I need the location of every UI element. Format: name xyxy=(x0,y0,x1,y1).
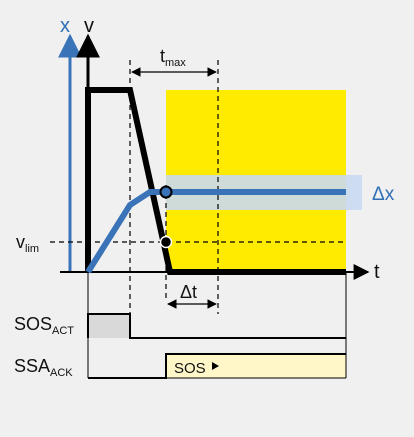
tmax-label: tmax xyxy=(160,46,186,69)
delta-x-label: Δx xyxy=(372,184,395,205)
play-triangle-icon xyxy=(212,362,219,370)
ssa-ack-label: SSAACK xyxy=(14,356,73,379)
velocity-profile xyxy=(85,87,346,275)
sos-box-label: SOS xyxy=(174,360,206,377)
vlim-marker xyxy=(159,235,173,249)
ssa-ack-signal xyxy=(88,353,346,379)
position-profile xyxy=(85,189,346,274)
sos-act-label: SOSACT xyxy=(14,314,74,337)
v-axis-label: v xyxy=(84,15,94,37)
t-axis-label: t xyxy=(374,261,380,283)
sos-box xyxy=(166,354,346,378)
delta-t-label: Δt xyxy=(180,282,197,302)
x-axis-label: x xyxy=(60,15,70,37)
position-marker xyxy=(159,185,173,199)
vlim-label: vlim xyxy=(16,232,39,255)
sos-act-pulse-fill xyxy=(88,314,130,338)
